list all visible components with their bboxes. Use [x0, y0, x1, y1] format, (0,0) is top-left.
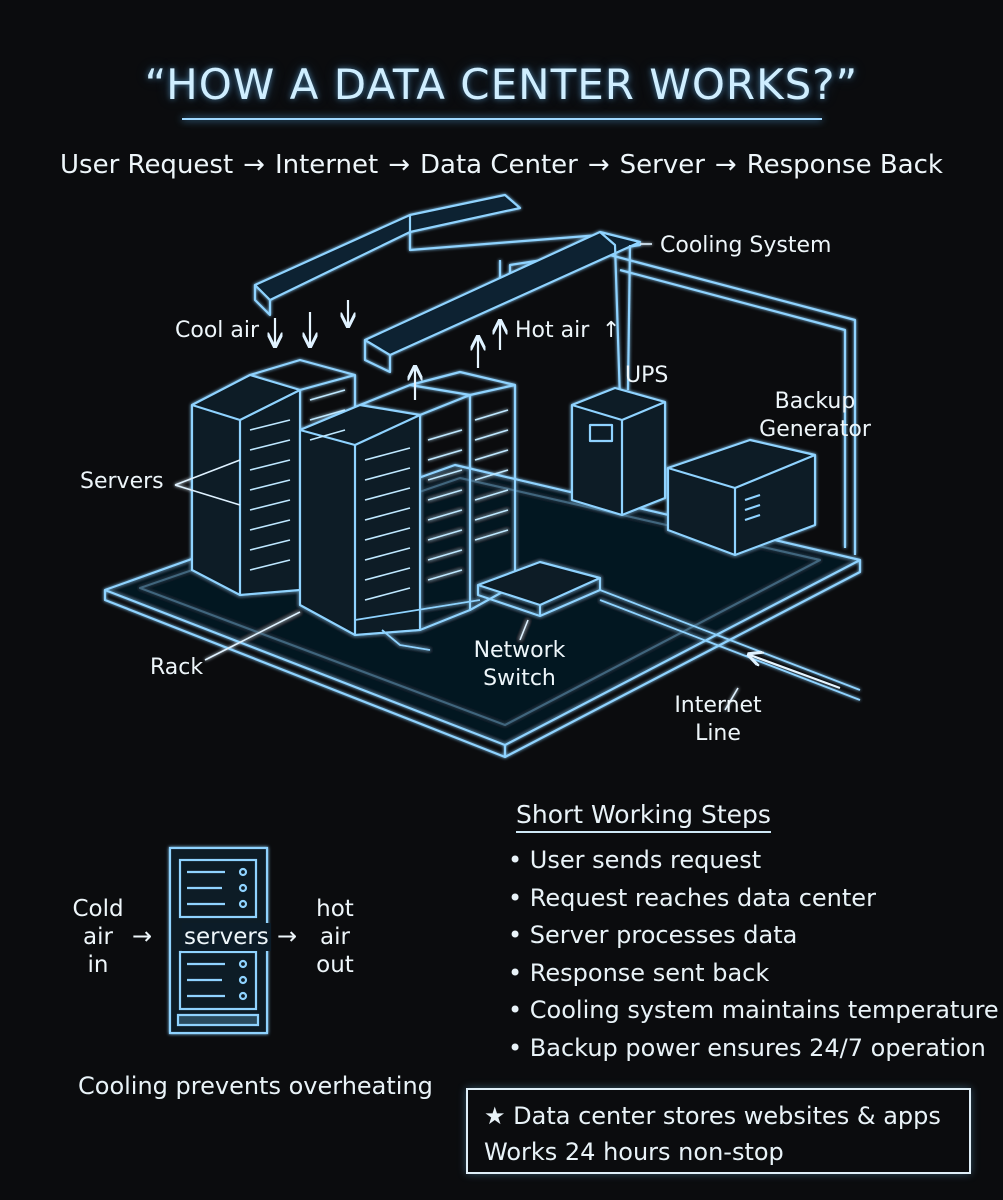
label-network-switch-line2: Switch — [483, 666, 556, 691]
list-item: Request reaches data center — [508, 880, 999, 918]
label-servers: Servers — [80, 469, 164, 494]
hot-air-out-arrow-icon: → — [277, 922, 298, 950]
list-item: Cooling system maintains temperature — [508, 992, 999, 1030]
cold-air-line1: Cold — [72, 896, 124, 922]
star-icon: ★ — [484, 1102, 506, 1130]
flow-arrow: → — [714, 150, 737, 180]
hot-air-arrow-icon: ↑ — [602, 318, 621, 343]
flow-step-internet: Internet — [274, 150, 379, 180]
cold-air-line3: in — [87, 952, 109, 978]
flow-arrow: → — [243, 150, 265, 180]
flow-step-data-center: Data Center — [420, 150, 578, 180]
flow-step-server: Server — [619, 150, 705, 180]
server-rack-left — [190, 358, 357, 597]
label-backup-generator-line1: Backup — [774, 389, 856, 414]
note-line-2: Works 24 hours non-stop — [484, 1138, 784, 1166]
label-cooling-system: Cooling System — [660, 233, 832, 258]
cooling-caption: Cooling prevents overheating — [78, 1072, 433, 1100]
label-hot-air-out: hot air out — [305, 895, 365, 979]
label-internet-line-line1: Internet — [674, 693, 762, 718]
cooling-ducts — [253, 193, 642, 401]
title-underline — [182, 118, 822, 120]
list-item: User sends request — [508, 842, 999, 880]
steps-title: Short Working Steps — [516, 800, 771, 833]
label-ups: UPS — [625, 363, 669, 388]
hot-air-line1: hot — [316, 896, 354, 922]
request-flow: User Request → Internet → Data Center → Server… — [0, 150, 1003, 180]
label-cool-air: Cool air — [175, 318, 260, 343]
airflow-arrows — [275, 300, 841, 690]
server-rack-front — [298, 370, 517, 637]
label-internet-line-line2: Line — [695, 721, 741, 746]
flow-step-response-back: Response Back — [746, 150, 943, 180]
hot-air-line2: air — [320, 924, 350, 950]
cold-air-line2: air — [83, 924, 113, 950]
wall-frame — [609, 253, 857, 555]
leader-lines — [174, 243, 739, 711]
label-backup-generator-line2: Generator — [759, 417, 871, 442]
backup-generator-unit — [666, 438, 817, 557]
label-network-switch-line1: Network — [473, 638, 566, 663]
network-switch-unit — [476, 560, 602, 618]
note-line-1: Data center stores websites & apps — [513, 1102, 941, 1130]
flow-step-user-request: User Request — [60, 150, 234, 180]
list-item: Backup power ensures 24/7 operation — [508, 1030, 999, 1068]
label-hot-air: Hot air — [515, 318, 590, 343]
steps-list: User sends request Request reaches data … — [508, 842, 999, 1067]
label-backup-generator: Backup Generator — [755, 388, 875, 444]
label-network-switch: Network Switch — [462, 637, 577, 693]
list-item: Response sent back — [508, 955, 999, 993]
ups-unit — [570, 386, 667, 517]
cables — [354, 589, 861, 701]
cold-air-arrow-icon: → — [132, 922, 153, 950]
label-rack: Rack — [150, 655, 204, 680]
server-slots — [249, 389, 509, 601]
hot-air-line3: out — [316, 952, 354, 978]
list-item: Server processes data — [508, 917, 999, 955]
label-cold-air-in: Cold air in — [62, 895, 134, 979]
note-box: ★ Data center stores websites & apps Wor… — [466, 1088, 971, 1174]
label-internet-line: Internet Line — [668, 692, 768, 748]
flow-arrow: → — [388, 150, 410, 180]
label-servers-small: servers — [182, 923, 271, 951]
flow-arrow: → — [587, 150, 610, 180]
page-title: “HOW A DATA CENTER WORKS?” — [144, 60, 859, 109]
